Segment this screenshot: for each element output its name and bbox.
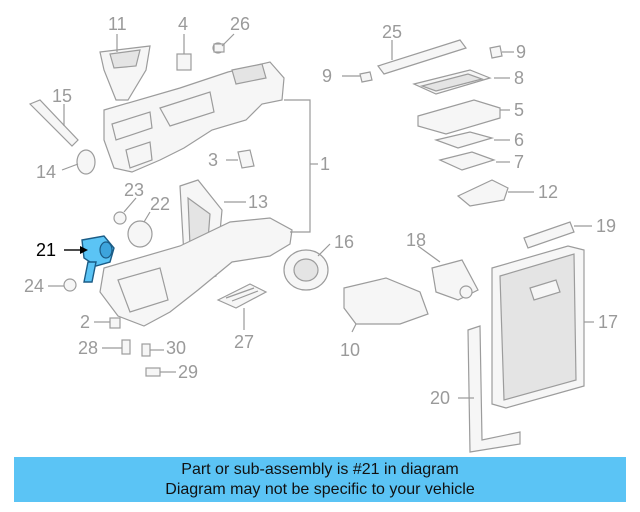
part-27 — [216, 283, 268, 309]
callout-29: 29 — [178, 362, 198, 382]
part-5 — [417, 99, 501, 135]
callout-14: 14 — [36, 162, 56, 182]
callout-15: 15 — [52, 86, 72, 106]
part-8 — [412, 69, 492, 95]
part-1-lower-housing — [99, 217, 293, 327]
part-28 — [121, 339, 131, 355]
part-3 — [237, 149, 255, 169]
callout-labels: 11 4 26 25 9 9 8 15 5 6 3 1 7 14 12 23 2… — [24, 14, 618, 408]
part-9b — [359, 71, 373, 83]
callout-21: 21 — [36, 240, 56, 260]
part-4 — [176, 34, 192, 71]
callout-1: 1 — [320, 154, 330, 174]
part-11 — [99, 45, 151, 101]
part-17 — [491, 245, 585, 409]
part-15 — [28, 99, 79, 147]
callout-28: 28 — [78, 338, 98, 358]
parts-diagram: 11 4 26 25 9 9 8 15 5 6 3 1 7 14 12 23 2… — [24, 14, 618, 453]
part-18 — [431, 259, 479, 301]
callout-16: 16 — [334, 232, 354, 252]
callout-9-top: 9 — [516, 42, 526, 62]
callout-17: 17 — [598, 312, 618, 332]
callout-12: 12 — [538, 182, 558, 202]
part-30 — [141, 343, 151, 357]
part-6 — [433, 131, 495, 149]
part-12 — [456, 179, 509, 207]
part-25 — [377, 39, 467, 75]
callout-8: 8 — [514, 68, 524, 88]
part-9a — [489, 45, 503, 59]
part-22 — [127, 220, 153, 248]
callout-4: 4 — [178, 14, 188, 34]
callout-11: 11 — [108, 14, 127, 34]
part-21-highlighted — [81, 235, 115, 283]
callout-10: 10 — [340, 340, 360, 360]
callout-25: 25 — [382, 22, 402, 42]
callout-2: 2 — [80, 312, 90, 332]
callout-24: 24 — [24, 276, 44, 296]
part-7 — [438, 151, 496, 171]
part-24 — [63, 278, 77, 292]
info-banner: Part or sub-assembly is #21 in diagram D… — [14, 457, 626, 502]
part-19 — [523, 221, 575, 249]
part-1-upper-duct — [103, 61, 285, 173]
part-2 — [109, 317, 121, 329]
callout-7: 7 — [514, 152, 524, 172]
callout-27: 27 — [234, 332, 254, 352]
part-26 — [212, 42, 225, 54]
callout-5: 5 — [514, 100, 524, 120]
callout-18: 18 — [406, 230, 426, 250]
part-29 — [145, 367, 161, 377]
callout-30: 30 — [166, 338, 186, 358]
callout-20: 20 — [430, 388, 450, 408]
callout-9-left: 9 — [322, 66, 332, 86]
part-20 — [467, 325, 521, 453]
leader-lines — [48, 33, 594, 399]
part-16 — [283, 249, 329, 291]
callout-19: 19 — [596, 216, 616, 236]
callout-26: 26 — [230, 14, 250, 34]
part-10 — [343, 277, 429, 325]
banner-line-2: Diagram may not be specific to your vehi… — [165, 481, 475, 498]
callout-3: 3 — [208, 150, 218, 170]
callout-22: 22 — [150, 194, 170, 214]
callout-6: 6 — [514, 130, 524, 150]
callout-23: 23 — [124, 180, 144, 200]
part-23 — [113, 211, 127, 225]
callout-13: 13 — [248, 192, 268, 212]
banner-line-1: Part or sub-assembly is #21 in diagram — [181, 461, 459, 478]
part-14 — [76, 149, 96, 175]
